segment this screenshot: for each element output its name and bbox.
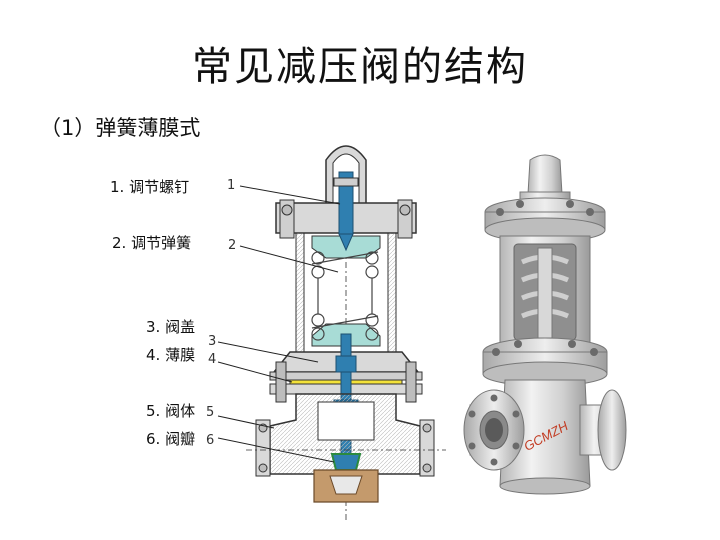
slide-subtitle: （1）弹簧薄膜式 — [40, 116, 201, 140]
outlet-flange — [419, 419, 435, 477]
label-adjusting-screw: 1. 调节螺钉 — [110, 178, 190, 196]
adjusting-spring — [311, 251, 379, 341]
number-3: 3 — [208, 334, 217, 349]
label-diaphragm: 4. 薄膜 — [146, 346, 196, 364]
number-5: 5 — [206, 405, 215, 420]
slide-title: 常见减压阀的结构 — [192, 44, 528, 90]
label-valve-disc: 6. 阀瓣 — [146, 430, 196, 448]
photo-outlet-flange — [597, 389, 627, 471]
number-1: 1 — [227, 178, 236, 193]
label-adjusting-spring: 2. 调节弹簧 — [112, 234, 192, 252]
leader-lines — [217, 185, 341, 463]
number-2: 2 — [228, 238, 237, 253]
label-valve-body: 5. 阀体 — [146, 402, 196, 420]
lock-nut — [333, 177, 359, 187]
number-4: 4 — [208, 352, 217, 367]
inlet-flange — [255, 419, 271, 477]
photo-top-cap — [527, 154, 563, 195]
label-bonnet: 3. 阀盖 — [146, 318, 196, 336]
number-6: 6 — [206, 433, 215, 448]
